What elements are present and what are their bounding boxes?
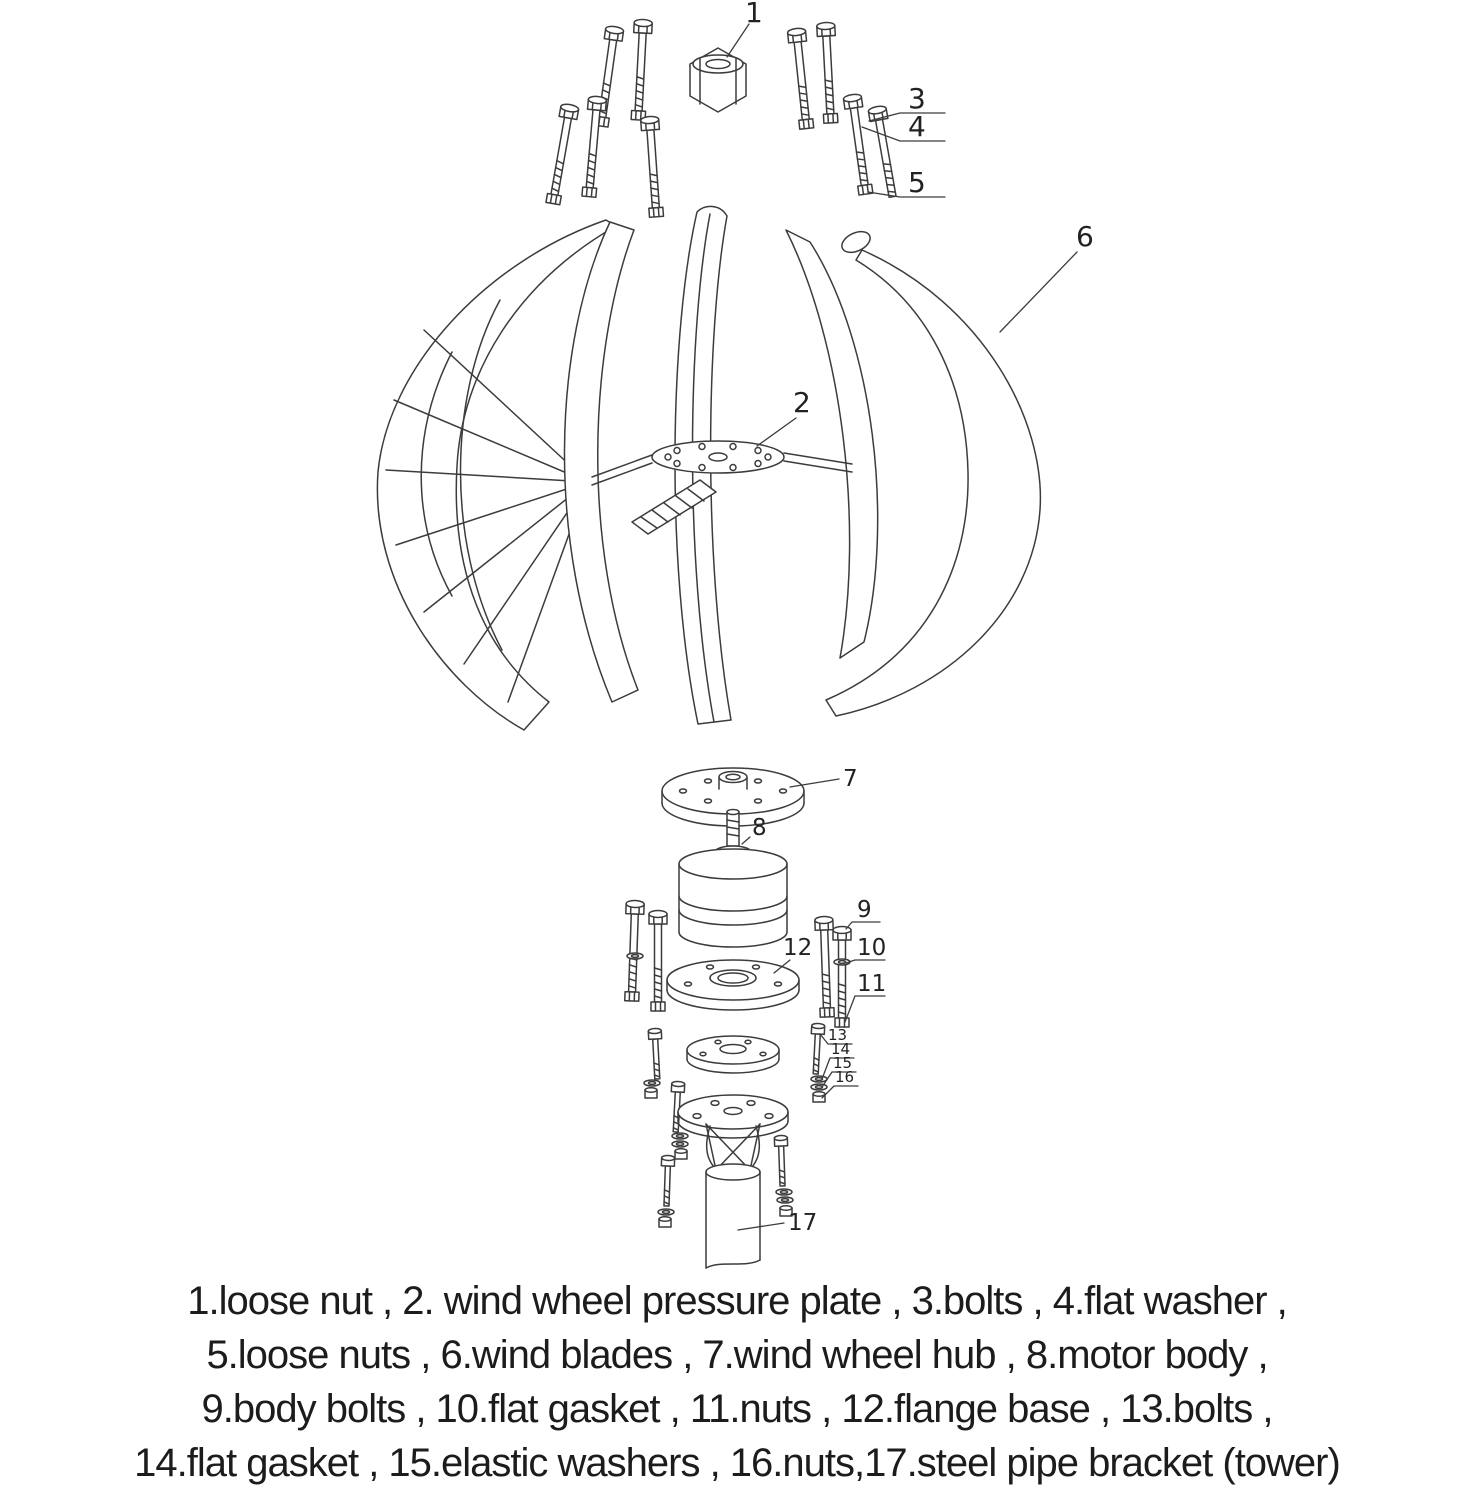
motor-body	[678, 808, 788, 948]
hub-arms	[591, 452, 853, 486]
label-16: 16	[835, 1068, 854, 1086]
leader-lines	[726, 23, 1078, 1231]
small-fastener-stack-left	[643, 1027, 689, 1160]
label-14: 14	[831, 1040, 850, 1058]
label-9: 9	[857, 897, 872, 923]
label-5: 5	[908, 166, 926, 199]
label-6: 6	[1076, 220, 1094, 253]
legend-line-2: 5.loose nuts , 6.wind blades , 7.wind wh…	[206, 1333, 1268, 1377]
label-15: 15	[833, 1054, 852, 1072]
flange-base	[666, 959, 800, 1011]
label-2: 2	[793, 386, 811, 419]
part-number-labels: 1 2 3 4 5 6 7 8 9 10 11 12 13 14 15 16 1…	[745, 0, 1094, 1236]
small-fastener-stack-right	[808, 1022, 828, 1103]
wind-blade-left-center	[563, 221, 639, 703]
label-17: 17	[788, 1210, 817, 1236]
label-3: 3	[908, 82, 926, 115]
lower-flange	[677, 1094, 789, 1139]
wind-wheel	[376, 205, 1042, 731]
label-1: 1	[745, 0, 763, 29]
wind-wheel-hub	[661, 767, 805, 827]
wind-blade-right-center	[785, 229, 879, 659]
label-10: 10	[857, 935, 886, 961]
wind-blade-right-shell	[825, 249, 1042, 717]
right-blade-tip	[841, 230, 871, 254]
label-12: 12	[783, 935, 812, 961]
left-blade-ribs	[385, 299, 589, 703]
loose-nut	[689, 47, 747, 113]
label-13: 13	[828, 1026, 847, 1044]
steel-pipe-bracket	[705, 1123, 761, 1269]
wind-turbine-exploded-svg: 1 2 3 4 5 6 7 8 9 10 11 12 13 14 15 16 1…	[376, 0, 1094, 1269]
label-7: 7	[843, 766, 858, 792]
bolt-cluster-top-right	[787, 22, 903, 200]
label-11: 11	[857, 971, 886, 997]
label-8: 8	[752, 815, 767, 841]
label-4: 4	[908, 110, 926, 143]
legend-line-1: 1.loose nut , 2. wind wheel pressure pla…	[187, 1279, 1288, 1323]
exploded-view-diagram: 1 2 3 4 5 6 7 8 9 10 11 12 13 14 15 16 1…	[376, 0, 1094, 1269]
spline-shaft	[631, 479, 717, 535]
parts-legend: 1.loose nut , 2. wind wheel pressure pla…	[0, 1274, 1474, 1490]
middle-flange	[686, 1035, 780, 1074]
legend-line-3: 9.body bolts , 10.flat gasket , 11.nuts …	[201, 1387, 1274, 1431]
legend-line-4: 14.flat gasket , 15.elastic washers , 16…	[134, 1441, 1341, 1485]
wind-wheel-pressure-plate	[651, 440, 785, 474]
bolt-cluster-top-left	[544, 19, 665, 217]
